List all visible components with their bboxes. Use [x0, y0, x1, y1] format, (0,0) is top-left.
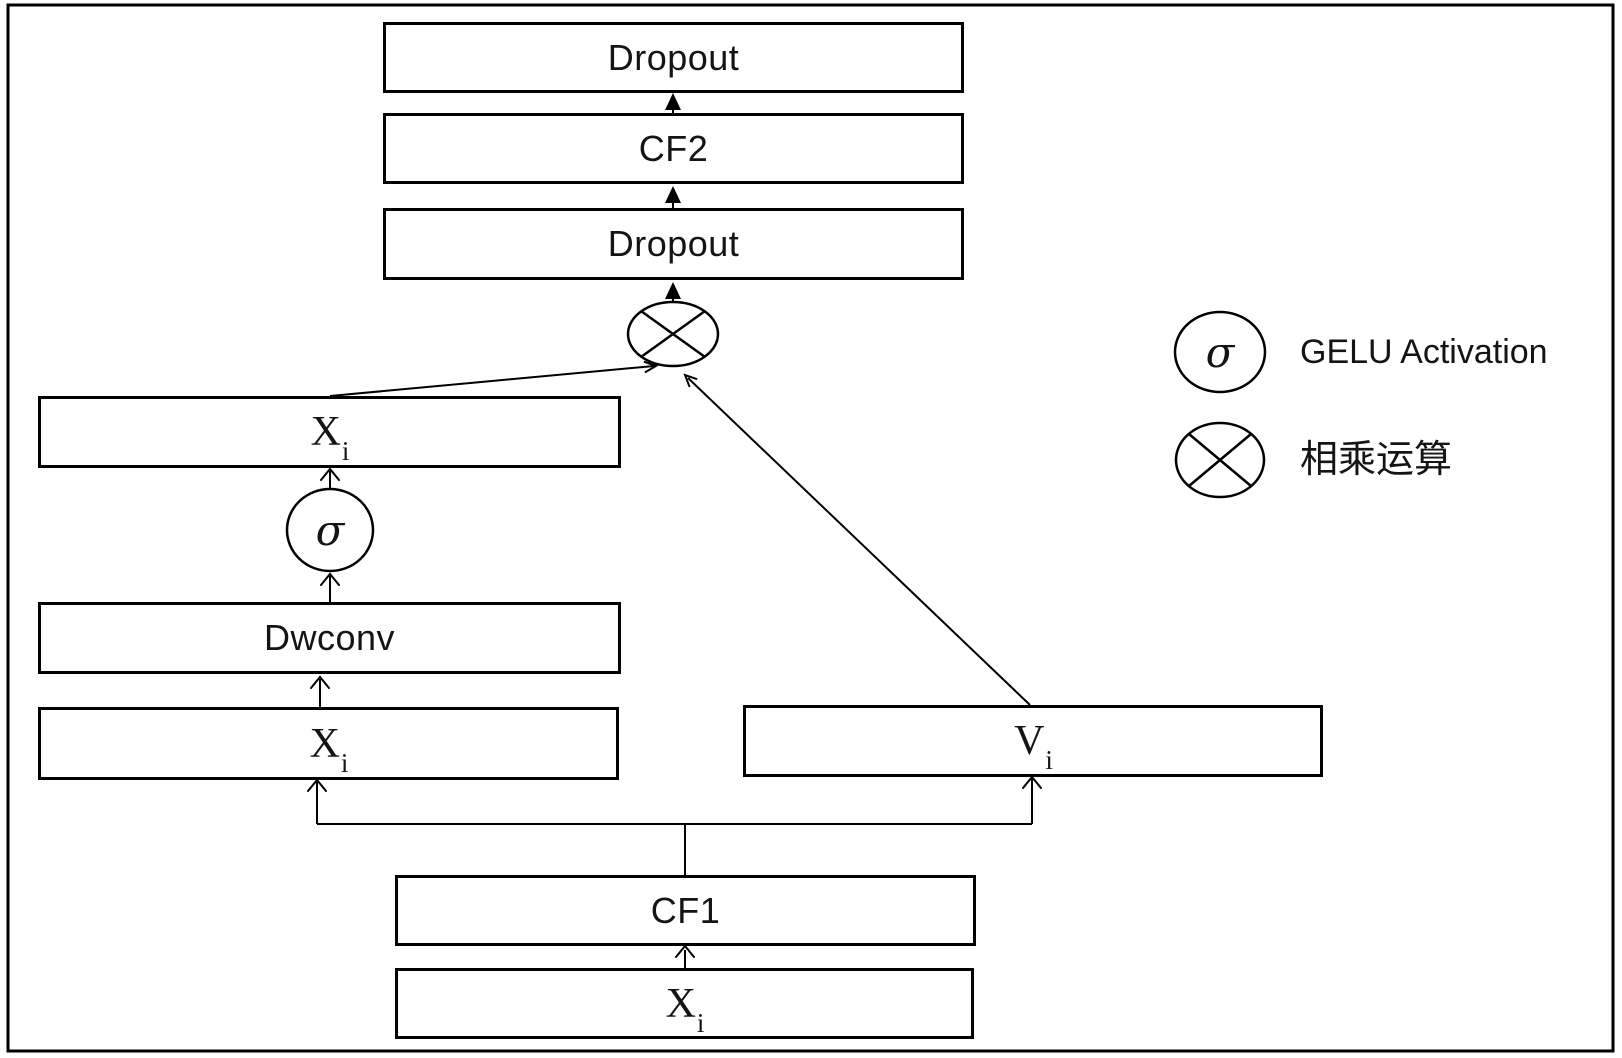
legend-sigma-circle	[1173, 310, 1267, 394]
xi-input-box: Xi	[395, 968, 974, 1039]
cf2-label: CF2	[638, 127, 709, 169]
xi-branch-in-label: Xi	[309, 720, 349, 778]
arrow-xi-branch-to-multiply	[329, 360, 659, 397]
dropout-top-box: Dropout	[383, 22, 964, 93]
figure-border	[6, 3, 1615, 1053]
xi-input-label: Xi	[665, 980, 705, 1038]
arrow-dwconv-to-sigma	[320, 572, 340, 602]
cf1-box: CF1	[395, 875, 976, 946]
sigma-node-icon: σ	[315, 505, 345, 555]
cf2-box: CF2	[383, 113, 964, 184]
xi-branch-out-label: Xi	[310, 409, 350, 467]
arrow-dropout-mid-to-cf2	[665, 186, 681, 208]
xi-branch-out-box: Xi	[38, 396, 621, 468]
legend-multiply-label: 相乘运算	[1300, 439, 1453, 481]
arrow-cf2-to-dropout-top	[665, 93, 681, 113]
dropout-top-label: Dropout	[607, 36, 740, 78]
dropout-mid-label: Dropout	[607, 223, 740, 264]
arrow-xi-branch-in-to-dwconv	[310, 675, 330, 707]
vi-label: Vi	[1014, 718, 1053, 776]
sigma-node-circle	[285, 487, 375, 573]
arrow-vi-to-multiply	[683, 373, 1031, 706]
legend-sigma-icon: σ	[1205, 327, 1235, 377]
arrow-sigma-to-xi-branch-out	[320, 467, 340, 488]
xi-branch-in-box: Xi	[38, 707, 619, 780]
legend-gelu-label: GELU Activation	[1300, 333, 1548, 371]
vi-box: Vi	[743, 705, 1323, 777]
connector-cf1-split	[307, 775, 1042, 875]
dwconv-box: Dwconv	[38, 602, 621, 674]
multiply-node-icon	[626, 300, 720, 368]
dwconv-label: Dwconv	[263, 617, 396, 658]
legend-multiply-icon	[1174, 421, 1266, 499]
cf1-label: CF1	[650, 889, 721, 931]
dropout-mid-box: Dropout	[383, 208, 964, 280]
arrow-xi-input-to-cf1	[675, 944, 695, 968]
arrow-multiply-to-dropout-mid	[665, 282, 681, 302]
